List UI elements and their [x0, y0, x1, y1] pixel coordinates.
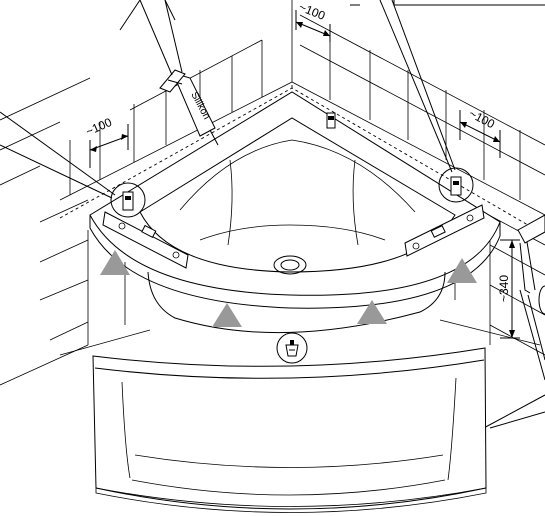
bracket-right-detail — [438, 167, 474, 203]
support-triangle-left-back — [100, 250, 130, 275]
dimension-left: ~100 — [84, 115, 129, 168]
dim-left-label: ~100 — [84, 115, 115, 139]
silicone-gun-icon: Silikon — [139, 0, 219, 146]
dim-height-label: ~340 — [497, 275, 511, 302]
spirit-level-right — [404, 204, 485, 257]
front-apron-panel — [92, 347, 487, 513]
dimension-height: ~340 — [497, 239, 520, 339]
dimension-right: ~100 — [459, 106, 501, 158]
bracket-left-detail — [110, 182, 146, 218]
dimension-top: ~100 — [295, 0, 331, 42]
support-triangle-front-left — [212, 303, 242, 327]
support-triangle-right-back — [447, 258, 477, 283]
bracket-center — [326, 112, 336, 129]
side-profile-piece — [517, 214, 545, 315]
spirit-level-left — [102, 211, 189, 269]
dim-top-label: ~100 — [297, 0, 328, 23]
leader-lines — [0, 0, 545, 431]
support-triangle-front-right — [357, 300, 387, 324]
foot-detail — [276, 332, 308, 364]
support-markers — [100, 250, 477, 327]
